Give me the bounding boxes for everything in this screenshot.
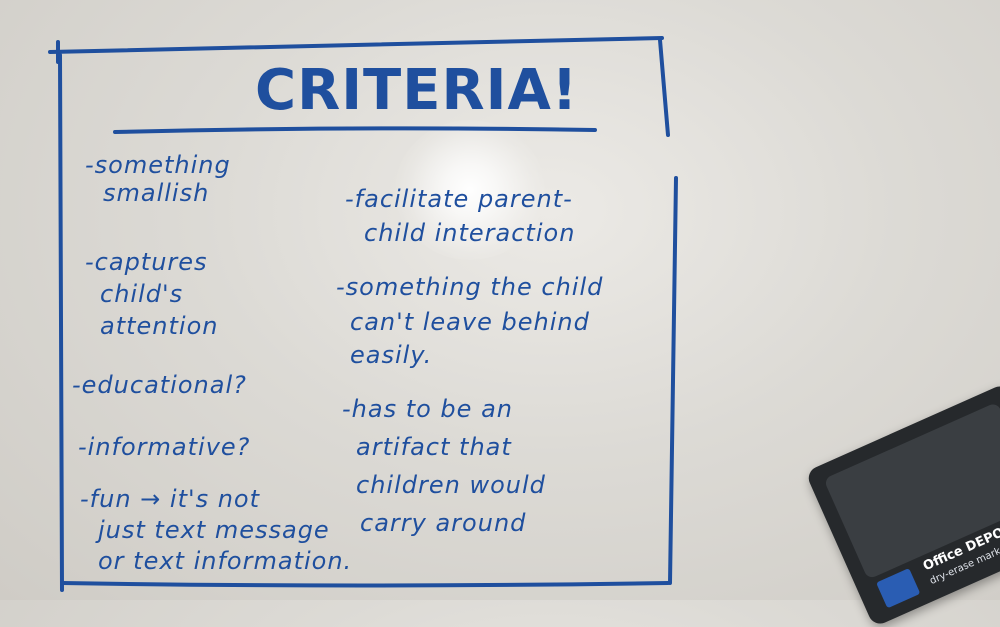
frame-right-top-line <box>658 38 670 137</box>
right-item-2-line-3: easily. <box>350 341 433 369</box>
right-item-2-line-1: -something the child <box>336 273 604 301</box>
frame-top-line <box>48 36 664 54</box>
board-frame-lines <box>48 36 678 592</box>
left-item-5-line-3: or text information. <box>98 547 353 575</box>
whiteboard: CRITERIA! -something smallish -captures … <box>48 36 1000 627</box>
left-item-3: -educational? <box>72 371 247 399</box>
title-underline <box>113 126 597 134</box>
eraser-brand-stripe <box>876 568 921 609</box>
right-item-3-line-4: carry around <box>360 509 527 537</box>
left-item-1-line-2: smallish <box>103 179 210 207</box>
left-item-2-line-1: -captures <box>85 248 208 276</box>
left-item-1-line-1: -something <box>85 151 231 179</box>
frame-right-line <box>668 176 678 585</box>
title: CRITERIA! <box>255 58 579 123</box>
right-item-3-line-2: artifact that <box>356 433 512 461</box>
left-item-4: -informative? <box>78 433 251 461</box>
right-item-1-line-1: -facilitate parent- <box>345 185 573 213</box>
left-item-5-line-2: just text message <box>98 516 330 544</box>
right-item-1-line-2: child interaction <box>364 219 576 247</box>
frame-bottom-line <box>60 581 670 588</box>
left-item-2-line-2: child's <box>100 280 184 308</box>
left-item-5-line-1: -fun → it's not <box>80 485 261 513</box>
right-item-2-line-2: can't leave behind <box>350 308 590 336</box>
frame-left-line <box>58 53 64 592</box>
left-item-2-line-3: attention <box>100 312 219 340</box>
right-item-3-line-3: children would <box>356 471 546 499</box>
right-item-3-line-1: -has to be an <box>342 395 513 423</box>
